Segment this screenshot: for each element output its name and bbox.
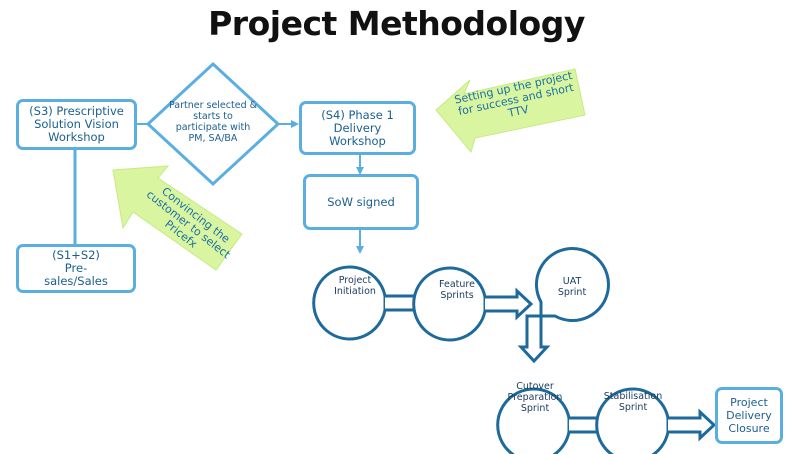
sow-signed-box: SoW signed — [303, 174, 419, 230]
sow-signed-label: SoW signed — [327, 194, 395, 209]
sprint-loop-cutover — [496, 387, 617, 454]
decision-label: Partner selected & starts to participate… — [168, 100, 258, 144]
sprint-loop-uat — [517, 247, 610, 364]
project-delivery-closure-box: Project Delivery Closure — [715, 387, 783, 444]
sprint-loop-feature — [412, 266, 534, 342]
s3-vision-workshop-box: (S3) Prescriptive Solution Vision Worksh… — [16, 99, 137, 150]
callout-arrow-left — [112, 165, 243, 271]
page-title: Project Methodology — [208, 4, 585, 43]
sprint-label-initiation: Project Initiation — [334, 275, 376, 297]
sprint-label-cutover: Cutover Preparation Sprint — [507, 381, 563, 414]
s4-delivery-workshop-label: (S4) Phase 1 Delivery Workshop — [321, 107, 394, 148]
s4-delivery-workshop-box: (S4) Phase 1 Delivery Workshop — [299, 101, 416, 155]
s1-s2-presales-box: (S1+S2) Pre-sales/Sales — [16, 244, 136, 293]
sprint-label-feature: Feature Sprints — [439, 279, 475, 301]
s3-vision-workshop-label: (S3) Prescriptive Solution Vision Worksh… — [29, 104, 124, 144]
sprint-loop-stabilisation — [595, 387, 717, 454]
callout-arrow-top — [435, 68, 586, 154]
s1-s2-presales-label: (S1+S2) Pre-sales/Sales — [44, 248, 108, 288]
decision-diamond — [145, 61, 281, 187]
sprint-label-uat: UAT Sprint — [557, 276, 587, 298]
sprint-label-stabilisation: Stabilisation Sprint — [603, 391, 663, 413]
project-delivery-closure-label: Project Delivery Closure — [726, 396, 772, 435]
